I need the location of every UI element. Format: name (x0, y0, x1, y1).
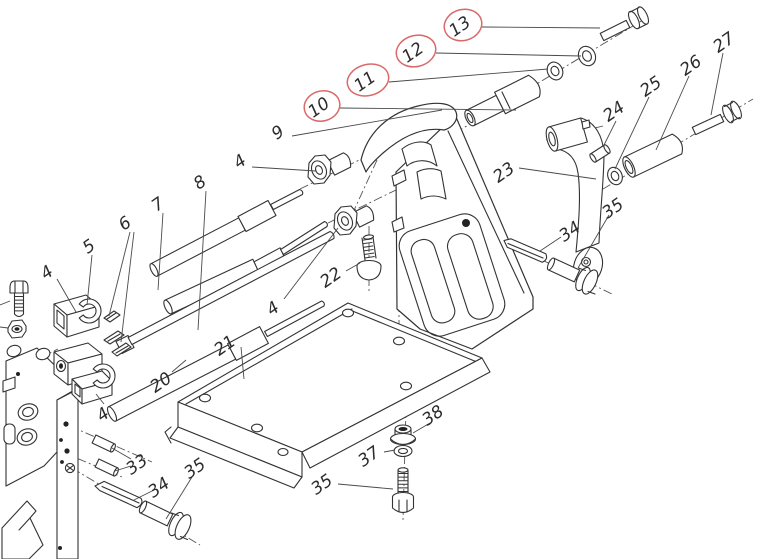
svg-text:12: 12 (399, 39, 428, 68)
centerlines (7, 16, 754, 546)
taper-pin-left (94, 480, 143, 509)
svg-text:4: 4 (263, 298, 283, 321)
svg-text:23: 23 (490, 159, 519, 188)
svg-text:4: 4 (37, 262, 57, 285)
screw-left-35 (138, 500, 192, 541)
svg-text:34: 34 (145, 474, 174, 503)
highlight-circle-12 (395, 34, 437, 68)
highlight-circle-11 (346, 63, 390, 97)
washer-11 (546, 61, 564, 81)
cap-hook (360, 102, 458, 173)
svg-text:5: 5 (79, 236, 99, 259)
part-label-4-flange-nut-upper: 4 (230, 151, 317, 174)
hex-nut-left (7, 319, 27, 339)
svg-text:11: 11 (351, 68, 380, 97)
part-label-5-c-clip: 5 (79, 236, 99, 306)
svg-text:35: 35 (181, 455, 210, 484)
c-clips (78, 298, 116, 389)
base-plate (164, 302, 491, 489)
spacer-26 (622, 133, 683, 178)
svg-text:27: 27 (710, 28, 739, 57)
washer-12 (577, 45, 597, 67)
part-label-26-spacer-sleeve: 26 (655, 51, 706, 151)
hex-bolt-left (0, 280, 29, 329)
dome-screw-22 (356, 234, 382, 281)
washer-37 (393, 444, 413, 458)
svg-text:9: 9 (268, 122, 288, 145)
part-label-35-hex-bolt-bottom: 35 (308, 471, 394, 500)
part-label-35-screw-left: 35 (165, 455, 210, 520)
main-bracket (360, 102, 534, 350)
highlight-circle-10 (303, 90, 341, 122)
rod-8 (163, 220, 328, 315)
svg-text:24: 24 (600, 98, 629, 127)
svg-text:37: 37 (355, 442, 384, 471)
taper-pin-right (503, 238, 548, 263)
machine-body (1, 344, 79, 559)
svg-text:26: 26 (677, 51, 706, 80)
flange-nut-38 (389, 424, 417, 446)
wedge-clips (103, 310, 132, 357)
rod-20b (106, 300, 325, 422)
svg-text:35: 35 (599, 195, 628, 224)
part-label-37-washer-bottom: 37 (355, 442, 396, 471)
screw-13 (599, 6, 650, 42)
screw-right-35 (546, 257, 599, 295)
part-label-22-dome-screw: 22 (317, 262, 361, 293)
bushing-10 (464, 74, 541, 127)
svg-text:8: 8 (190, 172, 210, 195)
svg-text:4: 4 (230, 151, 250, 174)
part-label-6-wedge-clips: 6 (108, 213, 135, 343)
flange-nut-lower (333, 205, 375, 236)
svg-text:6: 6 (115, 213, 135, 236)
rod-7 (149, 188, 304, 277)
set-screws-33 (91, 434, 119, 477)
part-label-13-shoulder-screw: 13 (443, 8, 601, 42)
svg-text:7: 7 (148, 194, 168, 217)
part-label-24-pin: 24 (600, 98, 629, 148)
screw-27 (691, 100, 742, 136)
part-label-33-set-screws: 33 (111, 447, 152, 480)
highlight-circle-13 (443, 8, 483, 42)
hex-bolt-bottom (391, 467, 415, 514)
ring-25 (607, 166, 623, 186)
svg-text:25: 25 (637, 73, 666, 102)
flange-nut-upper (307, 152, 352, 185)
svg-text:33: 33 (123, 451, 152, 480)
svg-text:22: 22 (317, 264, 346, 293)
svg-text:35: 35 (308, 471, 337, 500)
